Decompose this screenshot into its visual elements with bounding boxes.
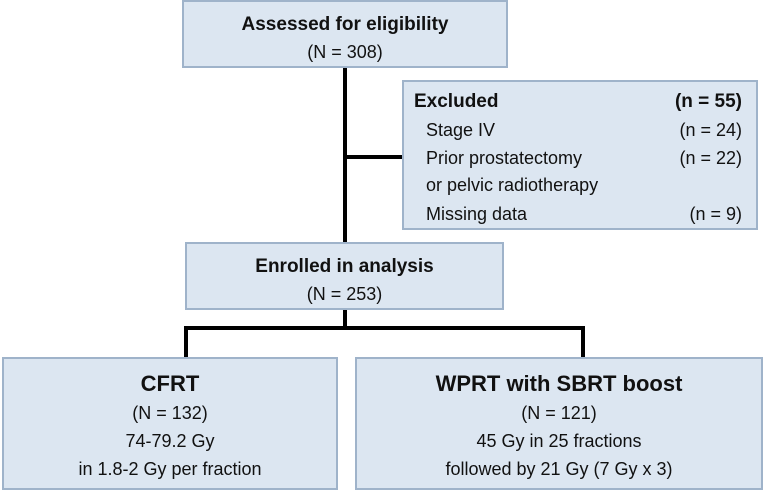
excluded-item-label-line2: or pelvic radiotherapy [426, 175, 599, 195]
cfrt-arm-box: CFRT (N = 132) 74-79.2 Gy in 1.8-2 Gy pe… [2, 357, 338, 490]
excluded-item-label: Missing data [426, 204, 528, 224]
connector-to-wprt [581, 326, 585, 358]
wprt-title: WPRT with SBRT boost [435, 371, 683, 396]
connector-horizontal-split [184, 326, 585, 330]
cfrt-fractionation: in 1.8-2 Gy per fraction [78, 459, 262, 479]
assessed-count: (N = 308) [307, 42, 383, 62]
enrolled-count: (N = 253) [306, 284, 383, 304]
wprt-dose: 45 Gy in 25 fractions [476, 431, 642, 451]
assessed-title: Assessed for eligibility [241, 14, 449, 35]
cfrt-count: (N = 132) [132, 403, 208, 423]
excluded-item-count: (n = 9) [689, 204, 742, 224]
wprt-arm-box: WPRT with SBRT boost (N = 121) 45 Gy in … [355, 357, 763, 490]
cfrt-title: CFRT [140, 371, 200, 396]
connector-enrolled-down [343, 310, 347, 330]
cfrt-dose: 74-79.2 Gy [125, 431, 215, 451]
excluded-total: (n = 55) [674, 91, 742, 112]
excluded-item-count: (n = 22) [679, 148, 742, 168]
excluded-box: Excluded (n = 55) Stage IV (n = 24) Prio… [402, 80, 758, 230]
wprt-count: (N = 121) [521, 403, 597, 423]
assessed-box: Assessed for eligibility (N = 308) [182, 0, 508, 68]
enrolled-title: Enrolled in analysis [255, 256, 434, 277]
excluded-item-label: Prior prostatectomy [426, 148, 583, 168]
excluded-title: Excluded [414, 91, 499, 112]
connector-to-cfrt [184, 326, 188, 358]
excluded-item-label: Stage IV [426, 120, 496, 140]
wprt-boost: followed by 21 Gy (7 Gy x 3) [445, 459, 673, 479]
enrolled-box: Enrolled in analysis (N = 253) [185, 242, 504, 310]
connector-to-excluded [345, 155, 405, 159]
excluded-item-count: (n = 24) [679, 120, 742, 140]
